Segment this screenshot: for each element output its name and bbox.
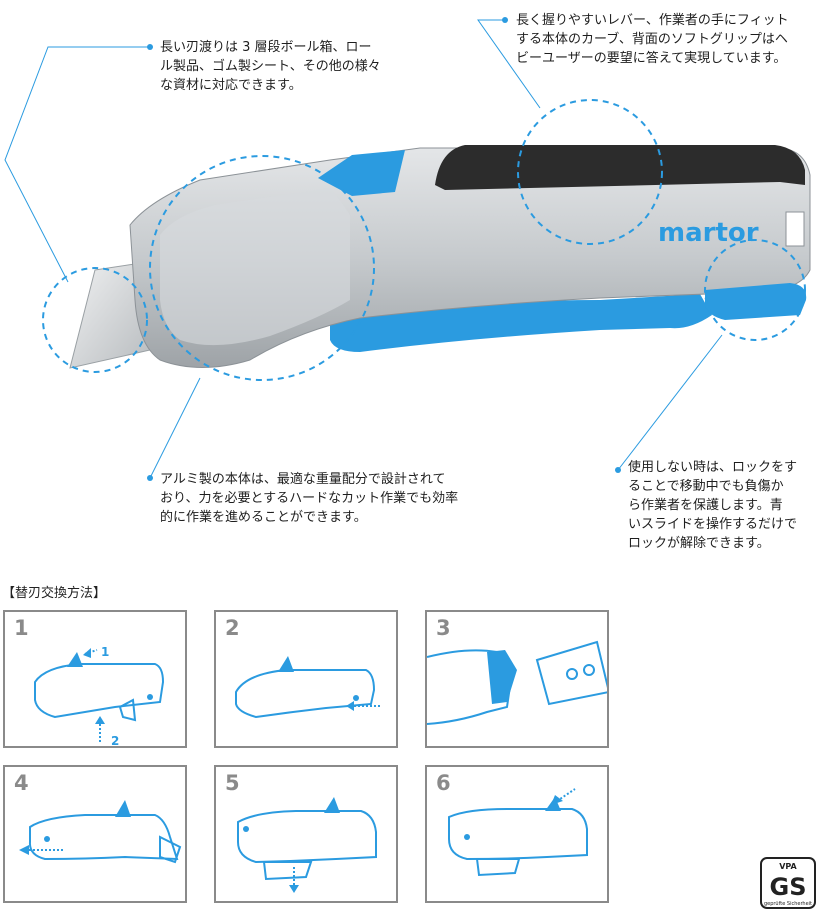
callout-grip: 長く握りやすいレバー、作業者の手にフィット する本体のカーブ、背面のソフトグリッ… [516,13,789,66]
gs-certification-icon: VPA GS geprüfte Sicherheit [760,857,816,909]
step-1-diagram: 1 2 [34,645,165,748]
step-6-panel: 6 [425,765,609,903]
blue-lever [330,294,712,352]
callout-body: アルミ製の本体は、最適な重量配分で設計されて おり、力を必要とするハードなカット… [160,472,459,525]
step-5-panel: 5 [214,765,398,903]
blade-change-title: 【替刃交換方法】 [2,586,107,601]
gs-top-text: VPA [779,862,797,871]
grip-highlight-circle [517,99,663,245]
gs-sub-text: geprüfte Sicherheit [764,901,812,907]
step-number: 4 [14,771,29,795]
step-number: 6 [436,771,451,795]
step-6-diagram [448,788,588,877]
knife-body [129,147,811,368]
callout-blade: 長い刃渡りは 3 層段ボール箱、ロー ル製品、ゴム製シート、その他の様々 な資材… [160,40,381,93]
step-2-diagram [235,656,382,719]
step-4-panel: 4 [3,765,187,903]
callout-lock: 使用しない時は、ロックをす ることで移動中でも負傷か ら作業者を保護します。青 … [628,460,798,551]
lock-slide [705,283,807,320]
step-3-diagram [427,640,607,725]
arrow-label-1: 1 [101,645,109,659]
soft-grip [435,145,805,190]
brand-logo: martor [658,218,759,248]
blade-slider [318,150,405,196]
step-number: 1 [14,616,29,640]
gs-mark-text: GS [770,873,807,901]
leader-dots [147,17,621,481]
step-5-diagram [237,797,377,893]
blade-highlight-circle [42,267,148,373]
rear-window [785,211,805,247]
step-3-panel: 3 [425,610,609,748]
leader-lines [4,19,723,479]
arrow-label-2: 2 [111,734,119,748]
lock-highlight-circle [704,239,806,341]
knife-illustration: martor [4,17,811,481]
step-number: 2 [225,616,240,640]
step-number: 3 [436,616,451,640]
highlight-circles [42,99,806,381]
step-4-diagram [19,800,182,864]
body-highlight-circle [149,155,375,381]
step-2-panel: 2 [214,610,398,748]
step-1-panel: 1 1 2 [3,610,187,748]
step-number: 5 [225,771,240,795]
